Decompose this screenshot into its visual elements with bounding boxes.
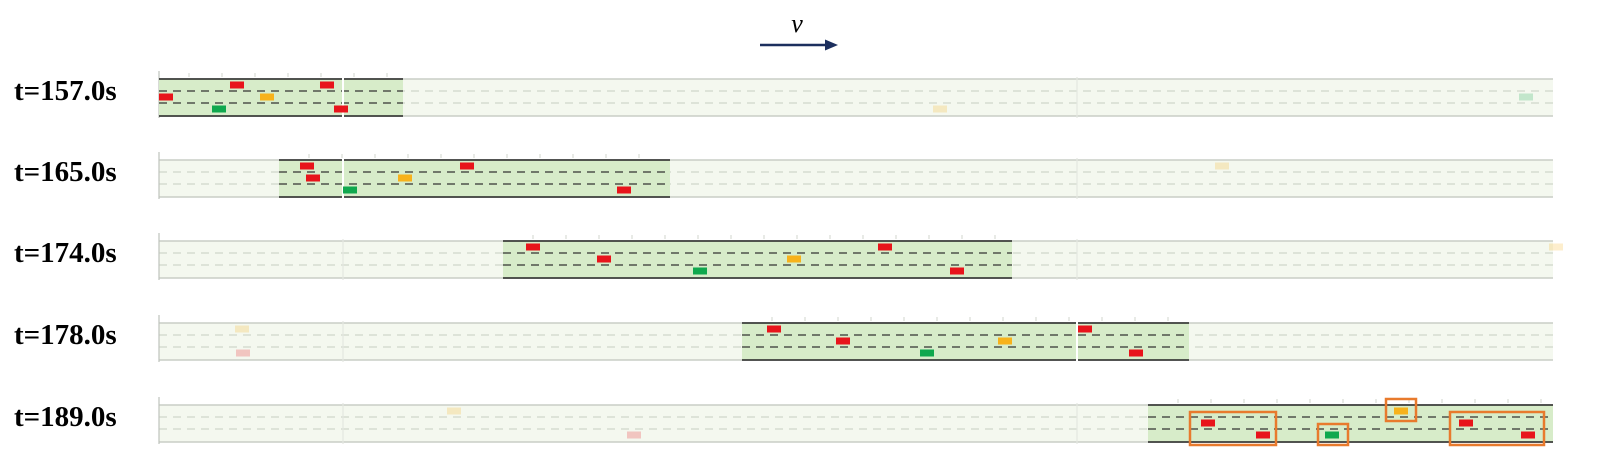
vehicle	[1394, 407, 1408, 415]
vehicle	[1129, 349, 1143, 357]
vehicle	[617, 186, 631, 194]
time-label: t=165.0s	[14, 156, 117, 188]
vehicle	[950, 267, 964, 275]
vehicle	[236, 349, 250, 357]
vehicle	[933, 105, 947, 113]
vehicle	[767, 325, 781, 333]
vehicle	[878, 243, 892, 251]
observation-window	[159, 79, 403, 116]
vehicle	[526, 243, 540, 251]
vehicle	[920, 349, 934, 357]
snapshot-row: t=157.0s	[14, 71, 1553, 118]
highlight-box	[1316, 422, 1350, 447]
vehicle	[998, 337, 1012, 345]
vehicle	[447, 407, 461, 415]
vehicle	[1201, 419, 1215, 427]
highlight-box	[1448, 410, 1546, 447]
time-label: t=189.0s	[14, 401, 117, 433]
vehicle	[235, 325, 249, 333]
vehicle	[693, 267, 707, 275]
vehicle	[1459, 419, 1473, 427]
snapshot-row: t=174.0s	[14, 233, 1563, 280]
time-label: t=174.0s	[14, 237, 117, 269]
vehicle	[300, 162, 314, 170]
vehicle	[597, 255, 611, 263]
time-label: t=157.0s	[14, 75, 117, 107]
vehicle	[1325, 431, 1339, 439]
vehicle	[230, 81, 244, 89]
snapshot-row: t=178.0s	[14, 315, 1553, 362]
snapshot-row: t=165.0s	[14, 152, 1553, 199]
velocity-arrow	[760, 39, 838, 51]
velocity-arrow-head	[825, 39, 838, 51]
vehicle	[334, 105, 348, 113]
vehicle	[398, 174, 412, 182]
vehicle	[320, 81, 334, 89]
vehicle	[159, 93, 173, 101]
vehicle	[306, 174, 320, 182]
vehicle	[260, 93, 274, 101]
observation-window	[503, 241, 1012, 278]
time-label: t=178.0s	[14, 319, 117, 351]
observation-window	[279, 160, 670, 197]
velocity-label: v	[791, 9, 803, 38]
vehicle	[787, 255, 801, 263]
vehicle	[460, 162, 474, 170]
highlight-box	[1384, 397, 1418, 423]
snapshot-rows: t=157.0s t=165.0s t=174.0s t=178.0s t=189.0s	[14, 71, 1563, 447]
highlight-box	[1188, 410, 1278, 447]
vehicle	[1521, 431, 1535, 439]
vehicle	[212, 105, 226, 113]
vehicle	[627, 431, 641, 439]
vehicle	[1215, 162, 1229, 170]
vehicle	[1256, 431, 1270, 439]
vehicle	[1078, 325, 1092, 333]
vehicle	[343, 186, 357, 194]
observation-window	[742, 323, 1189, 360]
vehicle	[1549, 243, 1563, 251]
vehicle	[1519, 93, 1533, 101]
vehicle	[836, 337, 850, 345]
snapshot-row: t=189.0s	[14, 397, 1553, 447]
